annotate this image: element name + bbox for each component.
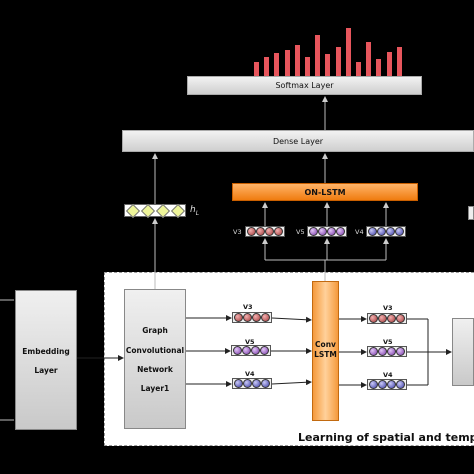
on-lstm-label: ON-LSTM <box>304 187 346 197</box>
softmax-bar <box>315 35 321 76</box>
node <box>369 314 378 323</box>
conv-lstm-label-1: Conv <box>315 340 336 349</box>
gcn-label-2: Convolutional <box>125 346 185 355</box>
hl-label: hL <box>190 205 199 217</box>
conv-lstm-block: Conv LSTM <box>312 281 339 421</box>
conv-lstm-label-2: LSTM <box>314 350 337 359</box>
softmax-bar <box>345 28 351 76</box>
node <box>252 313 261 322</box>
node <box>387 380 396 389</box>
node <box>395 227 404 236</box>
on-lstm-layer: ON-LSTM <box>232 183 418 201</box>
node <box>261 379 270 388</box>
hl-label-main: h <box>190 205 196 215</box>
softmax-bar <box>386 52 392 76</box>
node <box>396 314 405 323</box>
right-vector-v4 <box>367 379 407 390</box>
node <box>378 314 387 323</box>
node <box>327 227 336 236</box>
node <box>274 227 283 236</box>
node <box>243 379 252 388</box>
node <box>252 379 261 388</box>
node <box>377 227 386 236</box>
node <box>369 380 378 389</box>
softmax-bar <box>284 49 290 76</box>
top-vector-label: V3 <box>233 228 242 236</box>
top-vector-v4 <box>366 226 406 237</box>
node <box>396 380 405 389</box>
node <box>336 227 345 236</box>
node <box>265 227 274 236</box>
softmax-bar <box>335 47 341 76</box>
softmax-output-bars <box>254 28 414 76</box>
node <box>256 227 265 236</box>
right-vector-v3 <box>367 313 407 324</box>
right-vector-label: V4 <box>383 371 393 379</box>
node <box>261 313 270 322</box>
right-vector-v5 <box>367 346 407 357</box>
mid-vector-v4 <box>232 378 272 389</box>
node <box>369 347 378 356</box>
mid-vector-label: V4 <box>245 370 255 378</box>
node <box>318 227 327 236</box>
node <box>396 347 405 356</box>
gcn-label-3: Network <box>137 365 173 374</box>
top-vector-label: V5 <box>296 228 305 236</box>
softmax-bar <box>305 56 310 76</box>
node <box>378 380 387 389</box>
top-vector-v3 <box>245 226 285 237</box>
embedding-layer: Embedding Layer <box>15 290 77 430</box>
dense-layer-label: Dense Layer <box>272 136 324 146</box>
softmax-bar <box>396 47 402 76</box>
node <box>368 227 377 236</box>
embedding-label-1: Embedding <box>22 347 70 356</box>
softmax-bar <box>356 61 361 76</box>
mid-vector-label: V5 <box>245 338 255 346</box>
node <box>386 227 395 236</box>
hl-label-sub: L <box>195 209 200 217</box>
node <box>260 346 269 355</box>
hl-vector <box>124 203 186 218</box>
gcn-label-4: Layer1 <box>140 384 170 393</box>
mid-vector-label: V3 <box>243 303 253 311</box>
softmax-bar <box>264 56 270 76</box>
softmax-bar <box>254 61 259 76</box>
node <box>309 227 318 236</box>
node <box>243 313 252 322</box>
embedding-label-2: Layer <box>34 366 58 375</box>
softmax-bar <box>366 42 372 76</box>
node <box>387 314 396 323</box>
top-vector-label: V4 <box>355 228 364 236</box>
gcn-layer: Graph Convolutional Network Layer1 <box>124 289 186 429</box>
node <box>234 313 243 322</box>
mid-vector-v5 <box>231 345 271 356</box>
softmax-bar <box>376 59 382 76</box>
node <box>387 347 396 356</box>
softmax-bar <box>274 52 280 76</box>
node <box>378 347 387 356</box>
dense-layer: Dense Layer <box>122 130 474 152</box>
top-vector-v5 <box>307 226 347 237</box>
softmax-bar <box>294 44 300 76</box>
node <box>247 227 256 236</box>
softmax-layer: Softmax Layer <box>187 76 422 95</box>
node <box>234 379 243 388</box>
softmax-layer-label: Softmax Layer <box>275 81 334 90</box>
panel-label: Learning of spatial and tempo <box>298 431 474 444</box>
node <box>233 346 242 355</box>
right-vector-label: V3 <box>383 304 393 312</box>
gcn-label-1: Graph <box>142 326 168 335</box>
softmax-bar <box>325 54 331 76</box>
right-vector-label: V5 <box>383 338 393 346</box>
node <box>242 346 251 355</box>
node <box>251 346 260 355</box>
mid-vector-v3 <box>232 312 272 323</box>
